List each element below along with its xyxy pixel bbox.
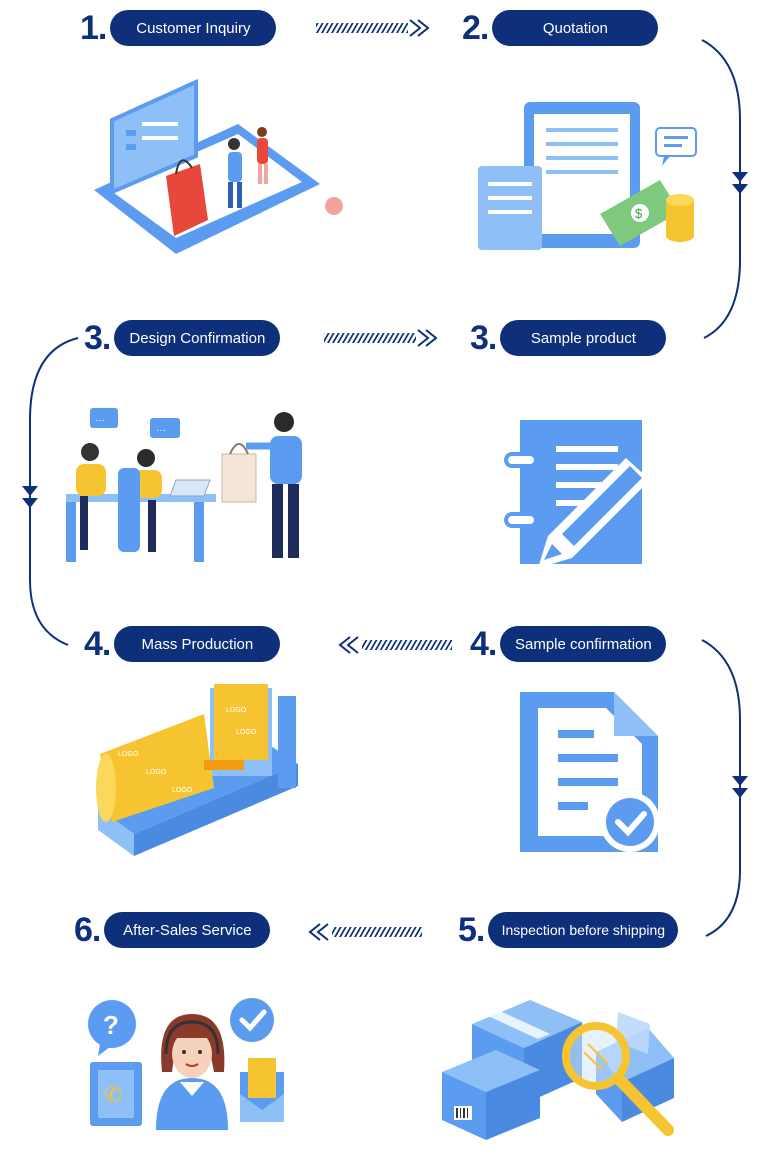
step-sample-confirmation: 4. Sample confirmation [470,625,667,663]
connector-right-2 [701,639,748,937]
printing-machine-icon: LOGO LOGO LOGO LOGO LOGO [96,684,298,856]
step-inspection-before-shipping: 5. Inspection before shipping [458,911,679,949]
svg-text:LOGO: LOGO [118,751,139,758]
step-mass-production: 4. Mass Production [84,625,281,663]
svg-text:···: ··· [95,415,105,426]
step-label: Quotation [492,10,659,46]
step-number: 3. [84,319,111,357]
step-label: Mass Production [114,626,281,662]
svg-text:LOGO: LOGO [172,787,193,794]
svg-text:···: ··· [156,425,166,436]
step-number: 5. [458,911,485,949]
arrow-inspection-to-aftersales [308,923,422,941]
svg-text:✆: ✆ [104,1083,122,1108]
quotation-document-icon: $ [478,102,697,250]
step-label: Sample product [500,320,667,356]
svg-text:LOGO: LOGO [146,769,167,776]
step-quotation: 2. Quotation [462,9,659,47]
step-design-confirmation: 3. Design Confirmation [84,319,281,357]
step-after-sales-service: 6. After-Sales Service [74,911,271,949]
arrow-design-to-sample [324,329,438,347]
question-mark: ? [103,1010,119,1040]
step-label: Customer Inquiry [110,10,277,46]
step-label: After-Sales Service [104,912,271,948]
step-number: 4. [84,625,111,663]
connector-right-1 [701,39,748,339]
approved-document-icon [520,692,660,852]
step-label: Design Confirmation [114,320,281,356]
step-customer-inquiry: 1. Customer Inquiry [80,9,277,47]
step-number: 3. [470,319,497,357]
connector-left [22,337,79,646]
arrow-step1-to-step2 [316,19,430,37]
design-meeting-icon: ··· ··· [66,408,302,562]
svg-text:LOGO: LOGO [236,729,257,736]
step-number: 1. [80,9,107,47]
dollar-sign: $ [635,206,643,221]
step-number: 4. [470,625,497,663]
step-number: 6. [74,911,101,949]
online-shopping-icon [94,78,343,254]
step-label: Sample confirmation [500,626,667,662]
notebook-pen-icon [504,420,650,568]
step-sample-product: 3. Sample product [470,319,667,357]
arrow-sample-to-mass [338,636,452,654]
step-label: Inspection before shipping [488,912,679,948]
step-number: 2. [462,9,489,47]
customer-service-icon: ? ✆ [88,998,284,1130]
svg-text:LOGO: LOGO [226,707,247,714]
package-inspection-icon [442,1000,674,1140]
